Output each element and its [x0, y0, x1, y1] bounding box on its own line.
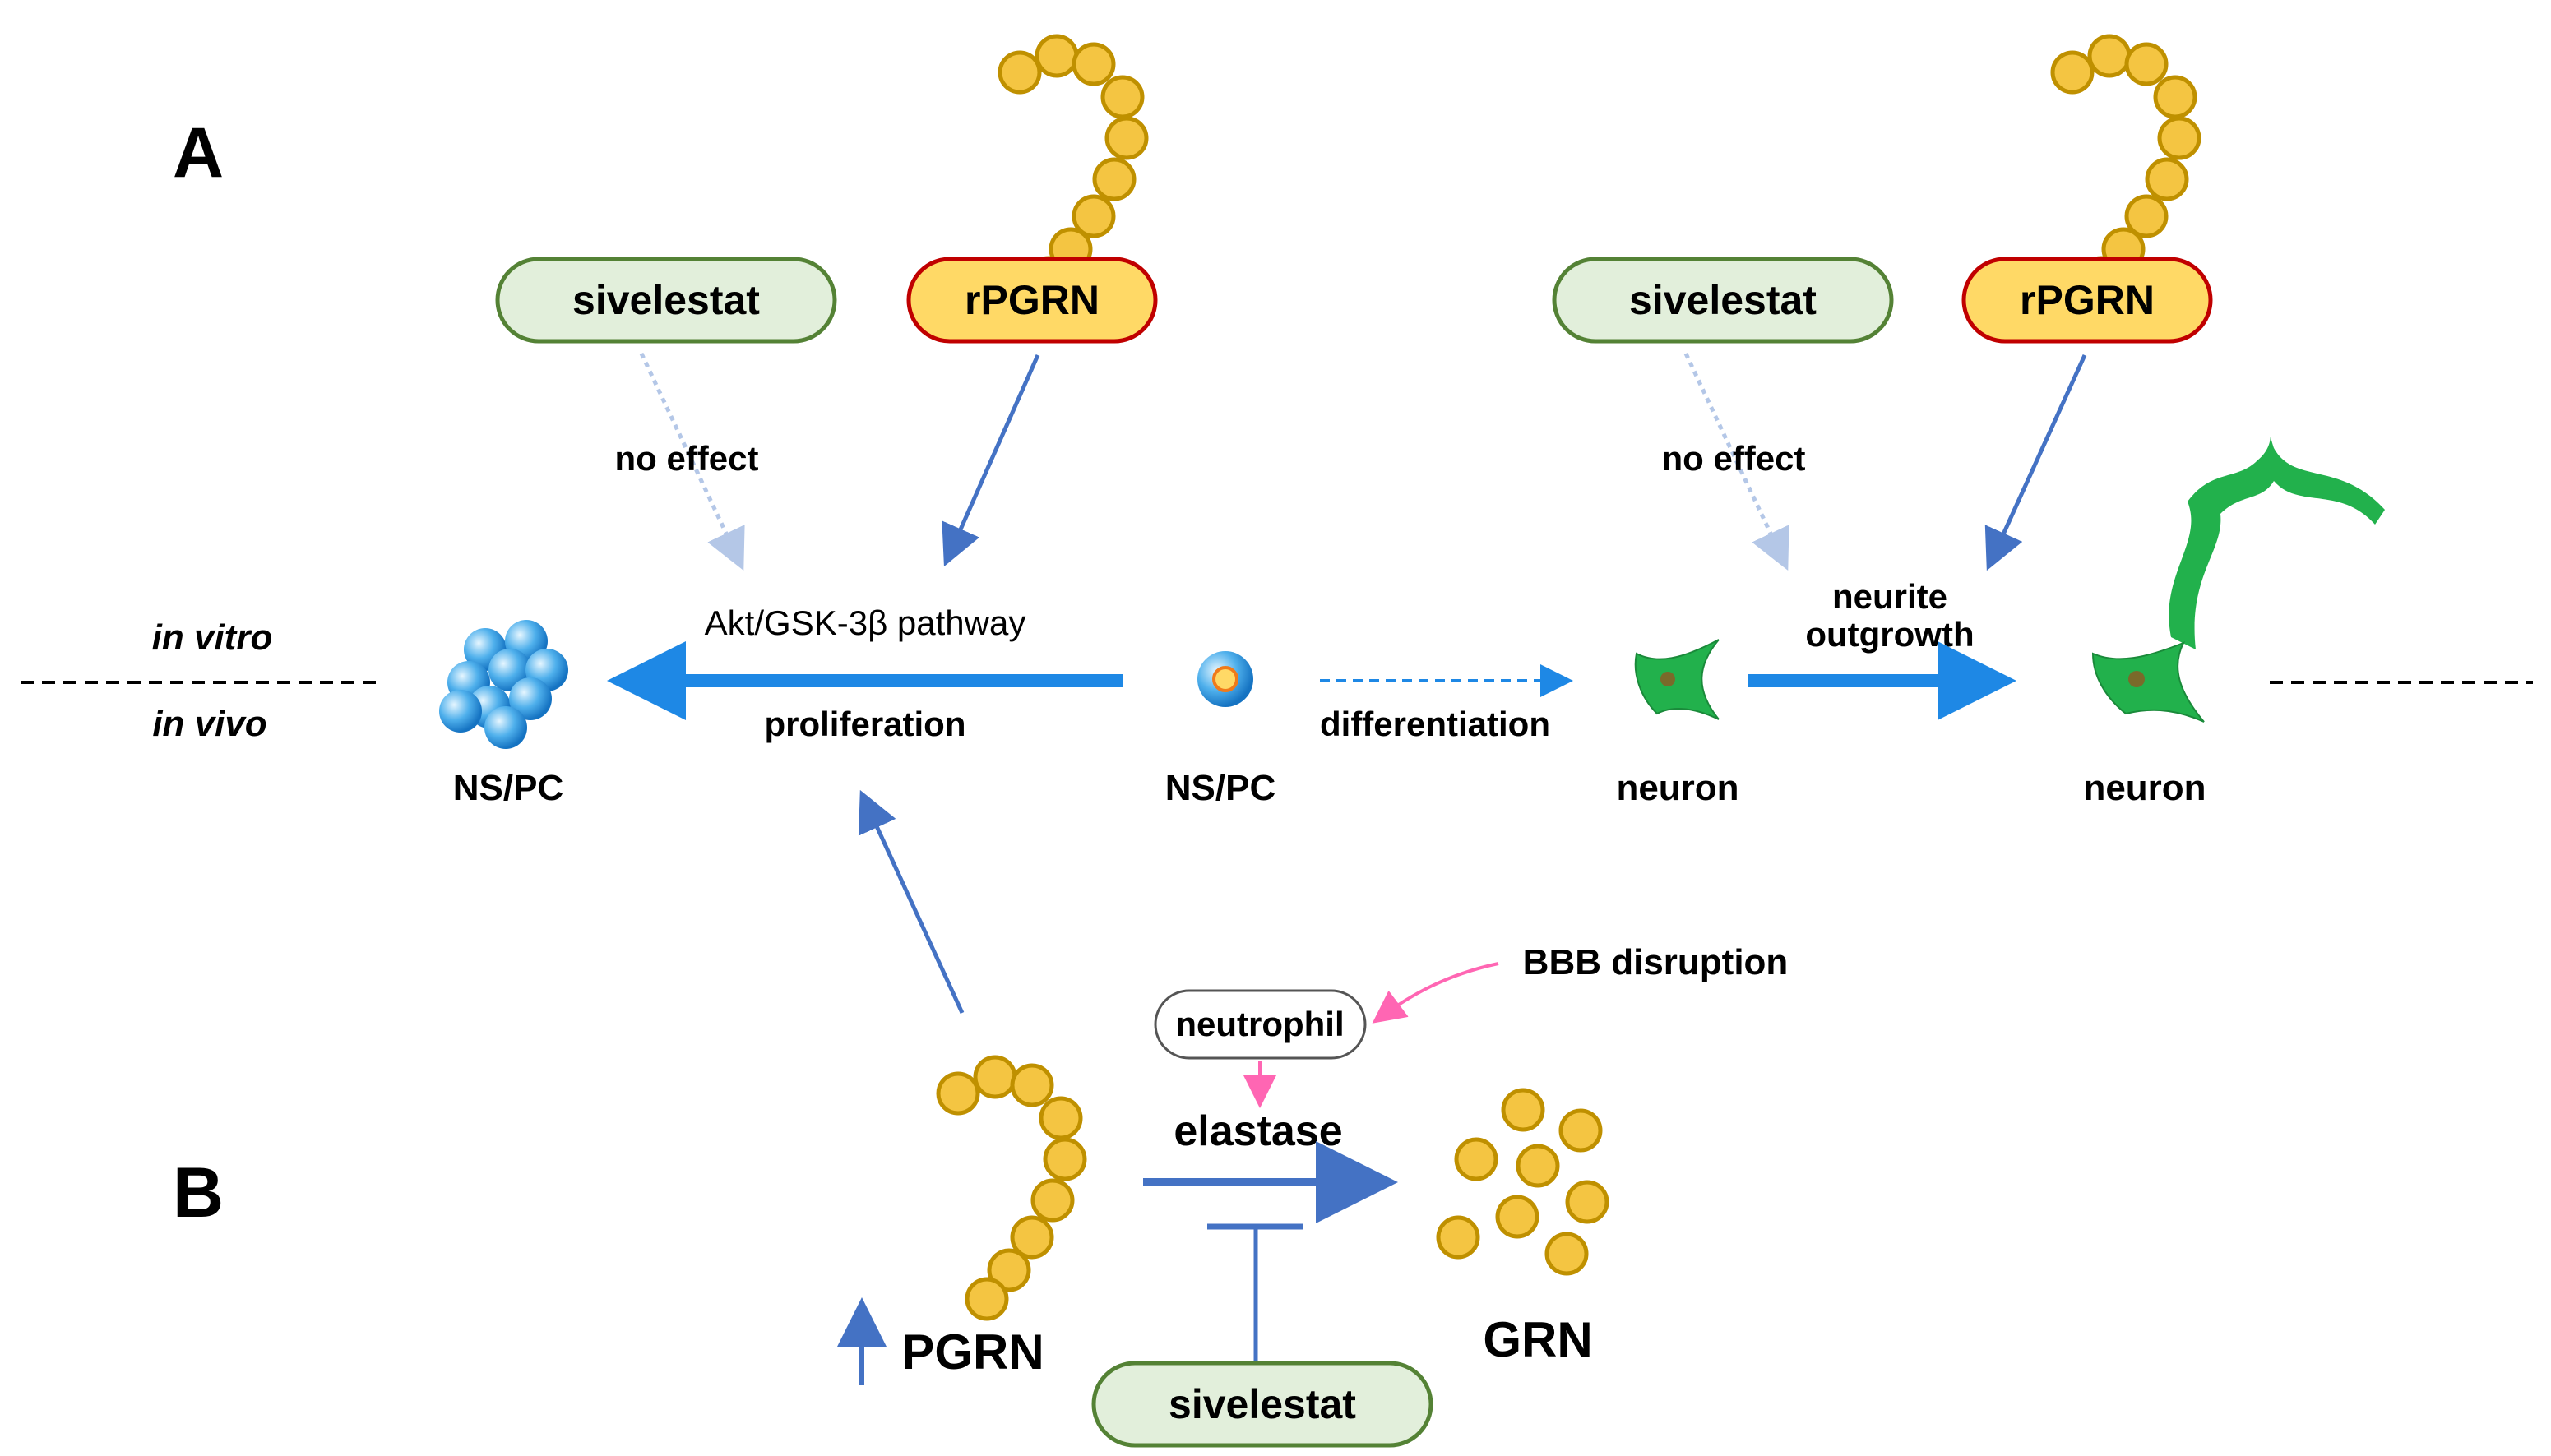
bead — [1030, 1178, 1075, 1223]
bead — [1558, 1108, 1603, 1153]
bead — [1516, 1144, 1560, 1188]
bead — [2087, 34, 2132, 78]
bead — [2153, 75, 2197, 119]
bead — [1565, 1180, 1609, 1224]
bbb-to-neutrophil-arrow — [1372, 962, 1499, 1024]
rpgrn-label-left: rPGRN — [965, 277, 1100, 323]
sivelestat-label-left: sivelestat — [572, 277, 760, 323]
neuron-large-icon — [2091, 437, 2385, 723]
in-vitro-label: in vitro — [152, 617, 273, 658]
pgrn-to-proliferation-arrow — [858, 789, 965, 1015]
bead — [1436, 1215, 1480, 1260]
bead — [1039, 1096, 1083, 1140]
pgrn-label: PGRN — [901, 1324, 1044, 1380]
neuron-large-label: neuron — [2083, 768, 2206, 808]
nspc-single-label: NS/PC — [1165, 768, 1276, 808]
elastase-label: elastase — [1174, 1107, 1342, 1155]
no-effect-label-left: no effect — [614, 439, 758, 478]
neutrophil-label: neutrophil — [1175, 1005, 1344, 1043]
bead — [1501, 1088, 1545, 1132]
pgrn-chain-icon — [936, 1055, 1087, 1321]
sivelestat-label-right: sivelestat — [1629, 277, 1817, 323]
bead — [1454, 1137, 1498, 1181]
nspc-sphere — [439, 690, 482, 733]
sivelestat-pill-right: sivelestat — [1552, 257, 1894, 344]
bead — [936, 1071, 980, 1116]
grn-label: GRN — [1483, 1312, 1592, 1367]
sivelestat-pill-left: sivelestat — [495, 257, 837, 344]
bead — [2157, 116, 2201, 160]
rpgrn-pill-right: rPGRN — [1961, 257, 2213, 344]
bead — [2124, 194, 2169, 238]
rpgrn-pill-left: rPGRN — [906, 257, 1158, 344]
nspc-cluster-label: NS/PC — [453, 768, 563, 808]
differentiation-label: differentiation — [1320, 705, 1550, 743]
bead — [1100, 75, 1145, 119]
bead — [2050, 50, 2095, 95]
bbb-disruption-label: BBB disruption — [1523, 942, 1789, 982]
bead — [1544, 1232, 1589, 1276]
rpgrn-label-right: rPGRN — [2020, 277, 2155, 323]
bead — [998, 50, 1042, 95]
nspc-sphere — [509, 677, 552, 720]
bead — [1104, 116, 1149, 160]
bead — [1092, 157, 1137, 201]
bead — [965, 1277, 1009, 1321]
bead — [1010, 1063, 1054, 1107]
neuron-small-icon — [1634, 639, 1720, 720]
rpgrn-arrow-right — [1984, 354, 2087, 571]
panel-label-b: B — [173, 1153, 224, 1232]
pathway-label: Akt/GSK-3β pathway — [705, 603, 1026, 642]
bead — [1043, 1137, 1087, 1181]
bead — [1072, 194, 1116, 238]
neurite-label-line2: outgrowth — [1805, 615, 1974, 654]
bead — [987, 1248, 1031, 1292]
bead — [1035, 34, 1079, 78]
neuron-small-label: neuron — [1616, 768, 1738, 808]
nspc-cluster-icon — [439, 620, 568, 749]
rpgrn-arrow-left — [942, 354, 1040, 567]
bead — [2145, 157, 2189, 201]
sivelestat-label-bottom: sivelestat — [1169, 1381, 1356, 1427]
in-vivo-label: in vivo — [152, 704, 266, 744]
nspc-single-icon — [1197, 651, 1253, 707]
bead — [973, 1055, 1017, 1099]
grn-beads-icon — [1436, 1088, 1609, 1276]
neutrophil-pill: neutrophil — [1154, 989, 1367, 1060]
panel-label-a: A — [173, 113, 224, 192]
bead — [1010, 1215, 1054, 1260]
bead — [1072, 42, 1116, 86]
bead — [1495, 1195, 1539, 1239]
no-effect-label-right: no effect — [1661, 439, 1805, 478]
bead — [2124, 42, 2169, 86]
nspc-sphere — [484, 706, 527, 749]
proliferation-label: proliferation — [764, 705, 965, 743]
neurite-label-line1: neurite — [1832, 577, 1947, 616]
sivelestat-pill-bottom: sivelestat — [1091, 1361, 1433, 1448]
